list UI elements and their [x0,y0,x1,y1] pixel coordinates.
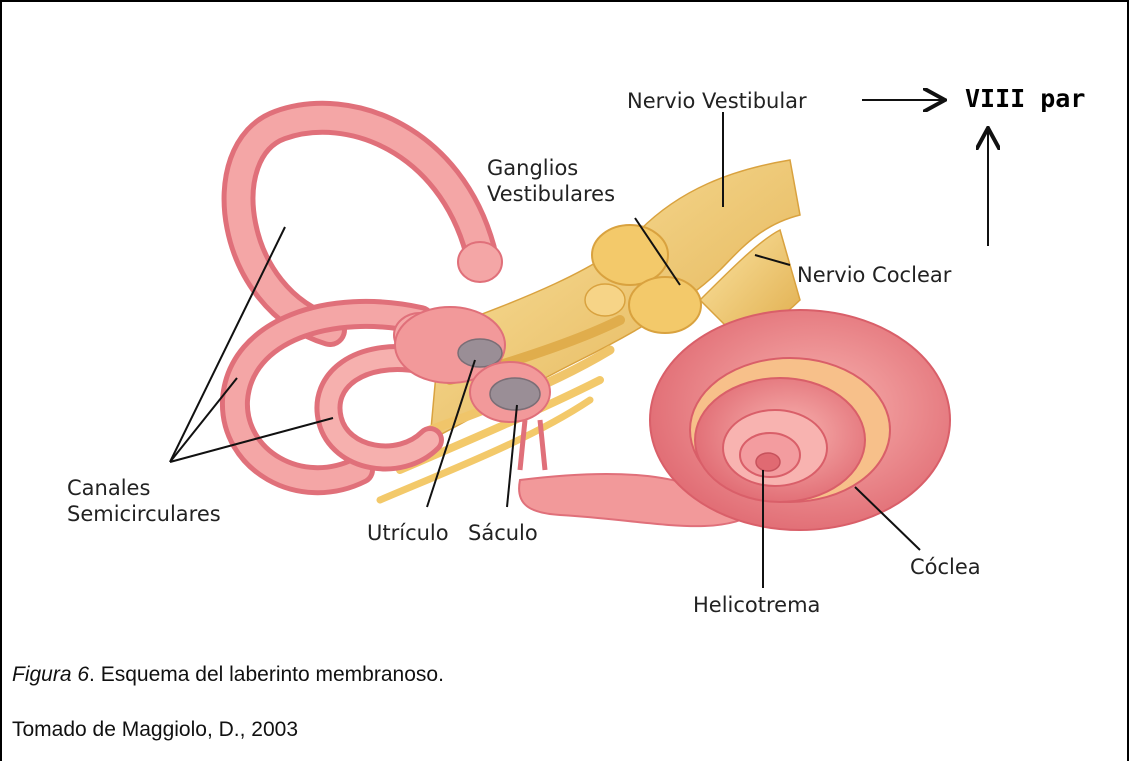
membranous-labyrinth-diagram: Nervio Vestibular VIII par Ganglios Vest… [0,0,1131,680]
label-ganglios-line2: Vestibulares [487,182,615,206]
semicircular-canals [235,118,502,480]
label-coclea: Cóclea [910,555,981,579]
label-saculo: Sáculo [468,521,538,545]
label-helicotrema: Helicotrema [693,593,820,617]
label-viii-par: VIII par [965,84,1085,113]
cochlea [650,310,950,530]
label-canales-line1: Canales [67,476,150,500]
label-nervio-vestibular: Nervio Vestibular [627,89,807,113]
figure-caption-text: . Esquema del laberinto membranoso. [89,663,444,686]
figure-caption: Figura 6. Esquema del laberinto membrano… [12,663,444,687]
label-utriculo: Utrículo [367,521,449,545]
label-canales-line2: Semicirculares [67,502,221,526]
label-ganglios-line1: Ganglios [487,156,578,180]
figure-label: Figura 6 [12,663,89,686]
label-nervio-coclear: Nervio Coclear [797,263,952,287]
figure-source: Tomado de Maggiolo, D., 2003 [12,718,298,742]
